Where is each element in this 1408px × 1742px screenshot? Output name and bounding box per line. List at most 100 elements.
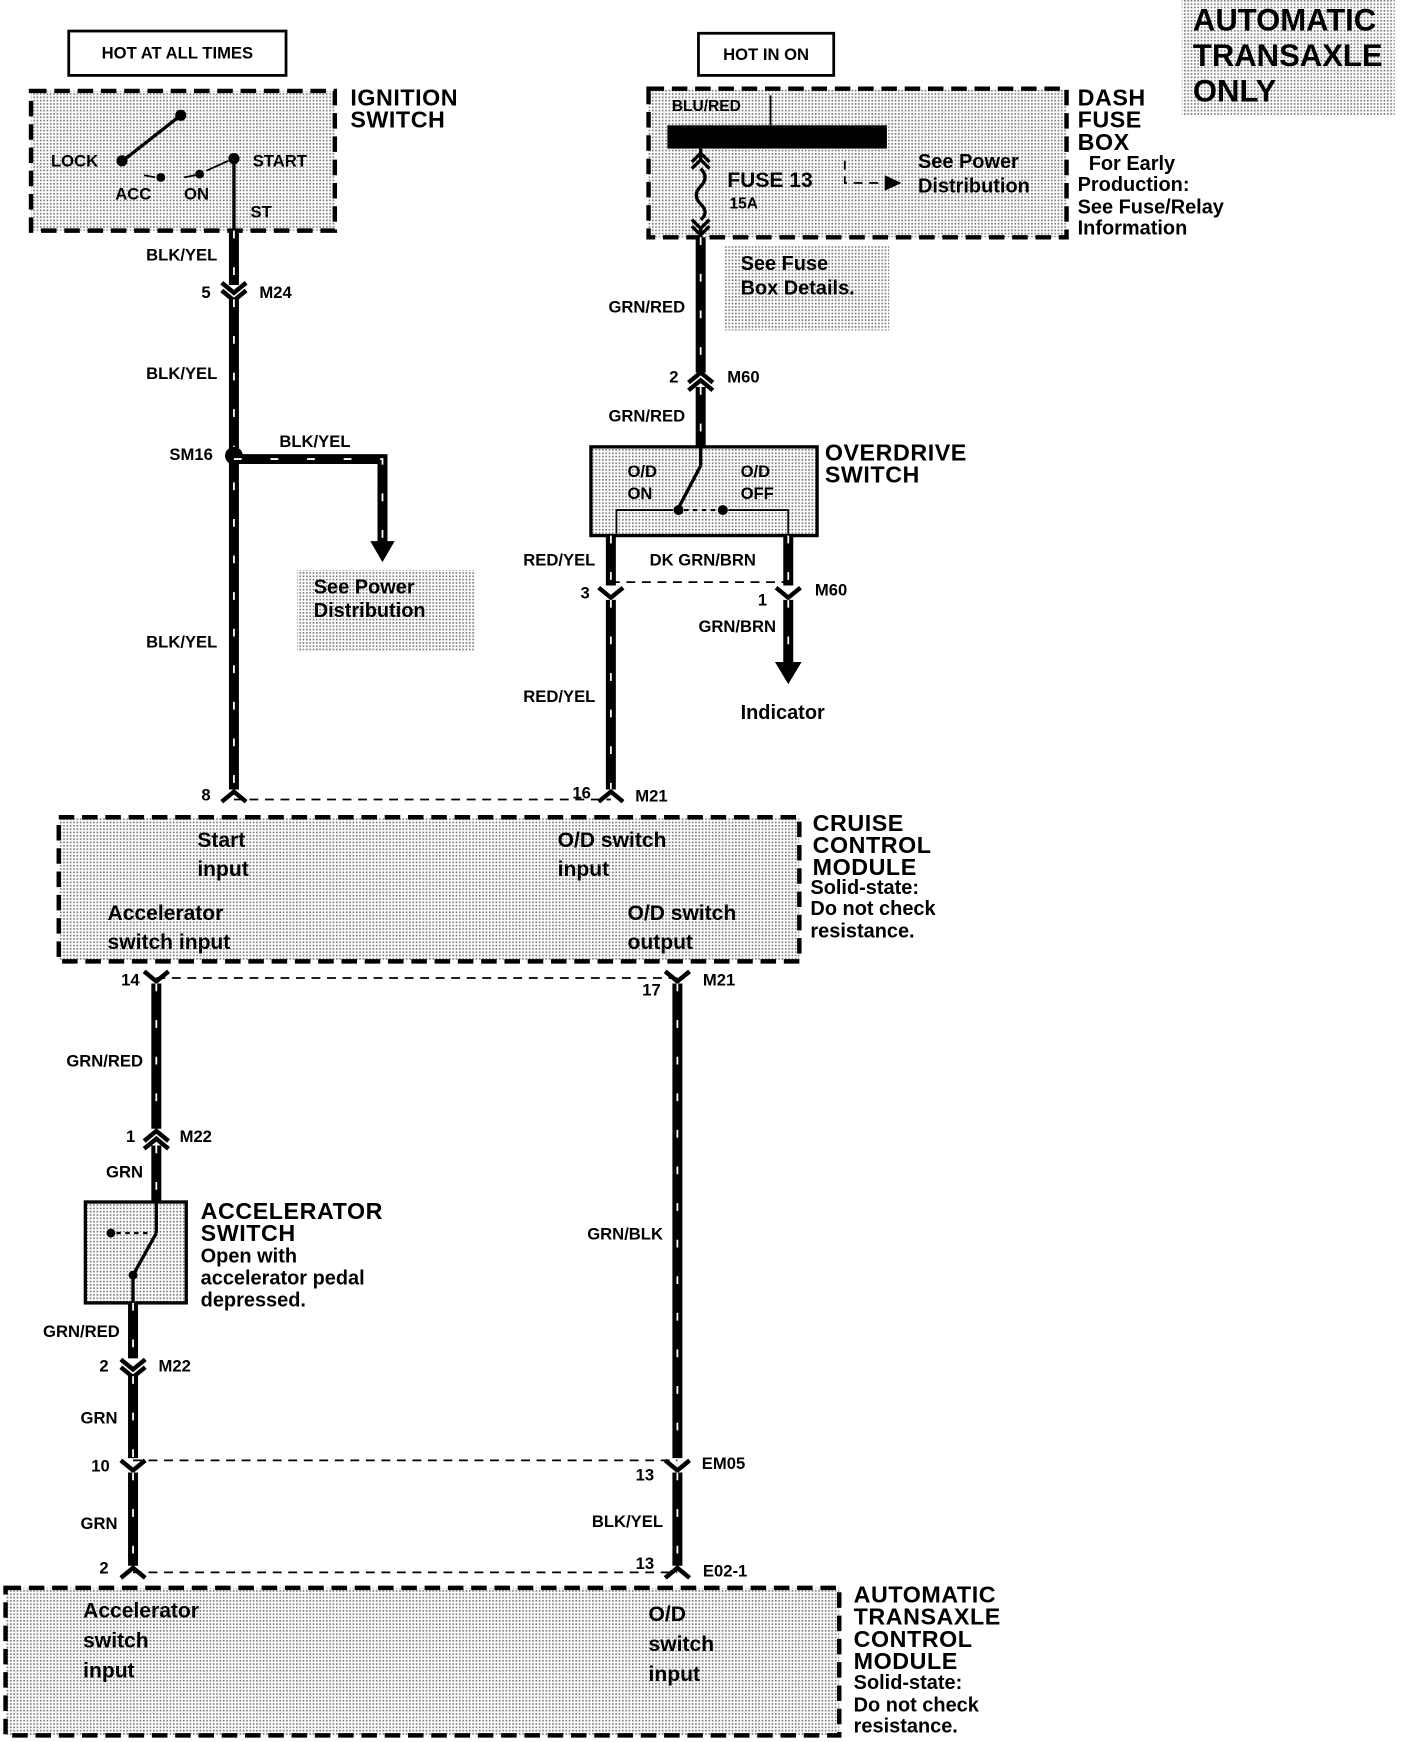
- accelerator-switch-arm: [131, 1232, 158, 1276]
- hot-at-all-times-label: HOT AT ALL TIMES: [102, 44, 253, 63]
- fuse-13-symbol: [690, 148, 711, 238]
- connector-m21-pin17-symbol: [663, 969, 691, 985]
- transaxle-control-module: Accelerator switch input O/D switch inpu…: [3, 1582, 1000, 1738]
- st-terminal-label: ST: [251, 202, 272, 221]
- connector-name-label: M24: [259, 283, 292, 302]
- dash-fuse-box: BLU/RED FUSE 13 15A See Power Distributi…: [646, 85, 1224, 331]
- accelerator-switch-title: SWITCH: [201, 1220, 296, 1246]
- cruise-control-module: Start input O/D switch input Accelerator…: [56, 810, 937, 964]
- connector-pin-label: 2: [99, 1558, 108, 1577]
- power-distribution-ref-box: [297, 569, 475, 653]
- dash-fuse-box-note: Information: [1078, 217, 1188, 239]
- wire-color-label: BLK/YEL: [146, 246, 217, 265]
- power-distribution-ref-text: Distribution: [918, 175, 1030, 197]
- fuse-box-details-ref-box: [725, 246, 890, 331]
- fuse-name-label: FUSE 13: [727, 169, 812, 192]
- hot-in-on-box: [697, 31, 836, 77]
- wire-color-label: GRN/BLK: [587, 1225, 663, 1244]
- cruise-control-module-title: CONTROL: [813, 832, 932, 858]
- transaxle-control-module-housing: [3, 1585, 842, 1738]
- acc-position-label: ACC: [115, 185, 151, 204]
- fuse-box-details-ref-text: See Fuse: [741, 253, 829, 275]
- start-position-label: START: [253, 151, 307, 170]
- dash-fuse-box-housing: [646, 86, 1069, 240]
- connector-pin-label: 5: [201, 283, 210, 302]
- wire-color-label: GRN: [81, 1409, 118, 1428]
- connector-pin-label: 13: [636, 1554, 654, 1573]
- acc-contact-lead: [143, 174, 156, 179]
- power-feed-labels: HOT AT ALL TIMES HOT IN ON: [67, 29, 836, 77]
- connector-pin-label: 16: [572, 783, 590, 802]
- wire-color-label: RED/YEL: [523, 687, 595, 706]
- transaxle-control-module-note: Solid-state:: [854, 1672, 963, 1694]
- terminal-label: O/D: [649, 1603, 686, 1626]
- connector-m24-symbol: [220, 281, 248, 304]
- splice-label: SM16: [169, 445, 212, 464]
- terminal-label: input: [649, 1663, 700, 1686]
- overdrive-switch-housing: [589, 445, 819, 538]
- connector-pin-label: 3: [581, 584, 590, 603]
- lock-contact: [116, 155, 128, 167]
- transaxle-control-module-title: MODULE: [854, 1648, 958, 1674]
- ignition-switch: LOCK ACC ON START ST IGNITION SWITCH: [28, 85, 458, 233]
- connector-name-label: M21: [703, 971, 735, 990]
- terminal-label: input: [558, 858, 609, 881]
- wire-blk-yel-branch: [233, 454, 388, 544]
- od-on-label: O/D: [628, 462, 658, 481]
- connector-name-label: EM05: [702, 1454, 745, 1473]
- terminal-label: input: [83, 1660, 134, 1683]
- accelerator-switch-title: ACCELERATOR: [201, 1198, 383, 1224]
- connector-m22-top-symbol: [142, 1128, 170, 1151]
- terminal-label: Start: [197, 829, 245, 852]
- od-on-contact: [673, 505, 684, 516]
- ignition-feed-circuit: BLK/YEL 5 M24 BLK/YEL SM16 BLK/YEL 8: [146, 230, 293, 805]
- connector-pin-label: 14: [121, 971, 140, 990]
- connector-m21-pin16-symbol: [597, 788, 625, 804]
- dash-fuse-box-title: DASH: [1078, 85, 1146, 111]
- connector-e02-pin2-symbol: [119, 1565, 147, 1580]
- indicator-label: Indicator: [741, 702, 825, 724]
- wire-color-label: RED/YEL: [523, 550, 595, 569]
- accelerator-switch-note: accelerator pedal: [201, 1268, 365, 1290]
- overdrive-switch-title: OVERDRIVE: [825, 439, 967, 465]
- accelerator-switch-contact: [106, 1228, 116, 1238]
- connector-m22-bottom-symbol: [119, 1357, 147, 1381]
- wire-color-label: GRN/RED: [608, 406, 685, 425]
- connector-m60-pin1-symbol: [774, 585, 802, 601]
- dash-fuse-box-title: FUSE: [1078, 107, 1142, 133]
- connector-pin-label: 8: [201, 786, 210, 805]
- overdrive-switch-title: SWITCH: [825, 462, 920, 488]
- terminal-label: switch: [83, 1630, 148, 1653]
- wire-tracer-marking: [233, 458, 384, 544]
- terminal-label: input: [197, 858, 248, 881]
- wire-color-label: GRN/RED: [66, 1052, 143, 1071]
- ignition-switch-title: IGNITION: [350, 85, 458, 111]
- accelerator-switch-note: Open with: [201, 1245, 297, 1267]
- on-contact: [195, 169, 204, 179]
- terminal-label: Accelerator: [108, 902, 224, 925]
- cruise-control-module-title: CRUISE: [813, 810, 904, 836]
- cruise-control-module-title: MODULE: [813, 854, 917, 880]
- power-distribution-arrow: [884, 175, 902, 191]
- power-distribution-ref-text: See Power: [314, 577, 415, 599]
- connector-m60-pin3-symbol: [597, 585, 625, 601]
- power-distribution-ref-text: Distribution: [314, 600, 426, 622]
- wire-color-label: BLK/YEL: [592, 1512, 663, 1531]
- wire-color-label: DK GRN/BRN: [650, 550, 756, 569]
- ignition-switch-title: SWITCH: [350, 107, 445, 133]
- cruise-control-module-note: Do not check: [810, 898, 936, 920]
- connector-em05-pin13-symbol: [663, 1458, 691, 1474]
- wire-color-label: BLK/YEL: [279, 432, 350, 451]
- wire-color-label: GRN: [106, 1163, 143, 1182]
- terminal-label: switch: [649, 1633, 714, 1656]
- fuse-bus-bar: [667, 125, 887, 149]
- connector-pin-label: 1: [758, 590, 767, 609]
- connector-name-label: M22: [180, 1127, 212, 1146]
- connector-pin-label: 10: [91, 1456, 109, 1475]
- scope-note-line: AUTOMATIC: [1193, 2, 1376, 37]
- indicator-arrow: [774, 661, 802, 685]
- fuse-box-details-ref-text: Box Details.: [741, 277, 855, 299]
- on-contact-lead: [183, 174, 196, 179]
- connector-pin-label: 1: [126, 1127, 135, 1146]
